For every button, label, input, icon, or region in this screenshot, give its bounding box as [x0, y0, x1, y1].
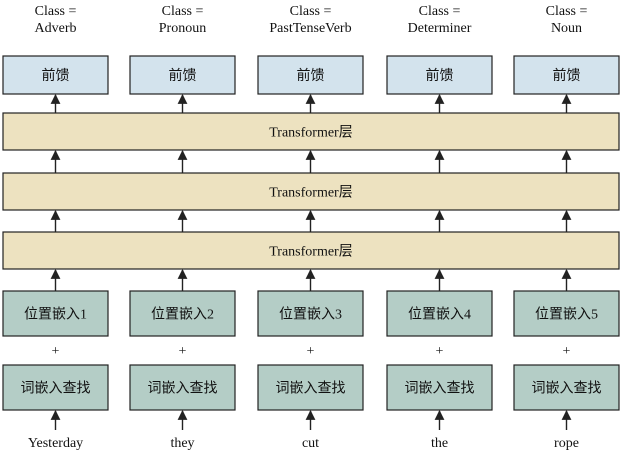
feed-forward-label: 前馈: [426, 67, 454, 84]
feed-forward-box: [257, 55, 364, 95]
transformer-layer: Transformer层: [2, 112, 620, 151]
input-word: rope: [554, 436, 579, 451]
input-word: Yesterday: [28, 436, 83, 451]
class-label: Class =: [290, 4, 332, 19]
class-label: Class =: [35, 4, 77, 19]
positional-embedding-box: [386, 290, 493, 337]
input-word: the: [431, 436, 448, 451]
token-columns: Yesterday 词嵌入查找 + 位置嵌入1 前馈 Class = Adverb they 词…: [2, 4, 620, 451]
positional-embedding-label: 位置嵌入1: [24, 307, 87, 323]
feed-forward-box: [2, 55, 109, 95]
class-label: Class =: [162, 4, 204, 19]
positional-embedding-box: [129, 290, 236, 337]
transformer-layer-label: Transformer层: [269, 186, 352, 201]
class-label: Class =: [546, 4, 588, 19]
feed-forward-box: [513, 55, 620, 95]
feed-forward-box: [129, 55, 236, 95]
feed-forward-label: 前馈: [169, 67, 197, 84]
transformer-layers: Transformer层 Transformer层 Transformer层: [2, 112, 620, 270]
transformer-layer-box: [2, 172, 620, 211]
embedding-lookup-label: 词嵌入查找: [405, 381, 475, 397]
transformer-layer-box: [2, 112, 620, 151]
token-column: the 词嵌入查找 + 位置嵌入4 前馈 Class = Determiner: [386, 4, 493, 451]
token-column: they 词嵌入查找 + 位置嵌入2 前馈 Class = Pronoun: [129, 4, 236, 451]
class-value: Determiner: [408, 21, 472, 36]
feed-forward-label: 前馈: [553, 67, 581, 84]
embedding-lookup-box: [257, 364, 364, 411]
arrows: [50, 94, 572, 430]
plus-sign: +: [436, 344, 444, 359]
plus-sign: +: [179, 344, 187, 359]
token-column: Yesterday 词嵌入查找 + 位置嵌入1 前馈 Class = Adverb: [2, 4, 109, 451]
class-value: PastTenseVerb: [269, 21, 351, 36]
feed-forward-box: [386, 55, 493, 95]
transformer-layer-label: Transformer层: [269, 245, 352, 260]
positional-embedding-box: [513, 290, 620, 337]
transformer-layer: Transformer层: [2, 231, 620, 270]
embedding-lookup-box: [129, 364, 236, 411]
embedding-lookup-label: 词嵌入查找: [148, 381, 218, 397]
embedding-lookup-box: [513, 364, 620, 411]
token-column: cut 词嵌入查找 + 位置嵌入3 前馈 Class = PastTenseVerb: [257, 4, 364, 451]
embedding-lookup-label: 词嵌入查找: [21, 381, 91, 397]
plus-sign: +: [563, 344, 571, 359]
class-value: Noun: [551, 21, 582, 36]
plus-sign: +: [52, 344, 60, 359]
transformer-layer: Transformer层: [2, 172, 620, 211]
feed-forward-label: 前馈: [297, 67, 325, 84]
positional-embedding-box: [257, 290, 364, 337]
positional-embedding-label: 位置嵌入3: [279, 307, 342, 323]
token-column: rope 词嵌入查找 + 位置嵌入5 前馈 Class = Noun: [513, 4, 620, 451]
positional-embedding-label: 位置嵌入5: [535, 307, 598, 323]
class-value: Pronoun: [159, 21, 206, 36]
transformer-layer-label: Transformer层: [269, 126, 352, 141]
feed-forward-label: 前馈: [42, 67, 70, 84]
embedding-lookup-label: 词嵌入查找: [532, 381, 602, 397]
embedding-lookup-label: 词嵌入查找: [276, 381, 346, 397]
embedding-lookup-box: [386, 364, 493, 411]
input-word: they: [170, 436, 194, 451]
positional-embedding-label: 位置嵌入4: [408, 307, 471, 323]
positional-embedding-label: 位置嵌入2: [151, 307, 214, 323]
positional-embedding-box: [2, 290, 109, 337]
plus-sign: +: [307, 344, 315, 359]
embedding-lookup-box: [2, 364, 109, 411]
input-word: cut: [302, 436, 319, 451]
class-label: Class =: [419, 4, 461, 19]
class-value: Adverb: [35, 21, 77, 36]
